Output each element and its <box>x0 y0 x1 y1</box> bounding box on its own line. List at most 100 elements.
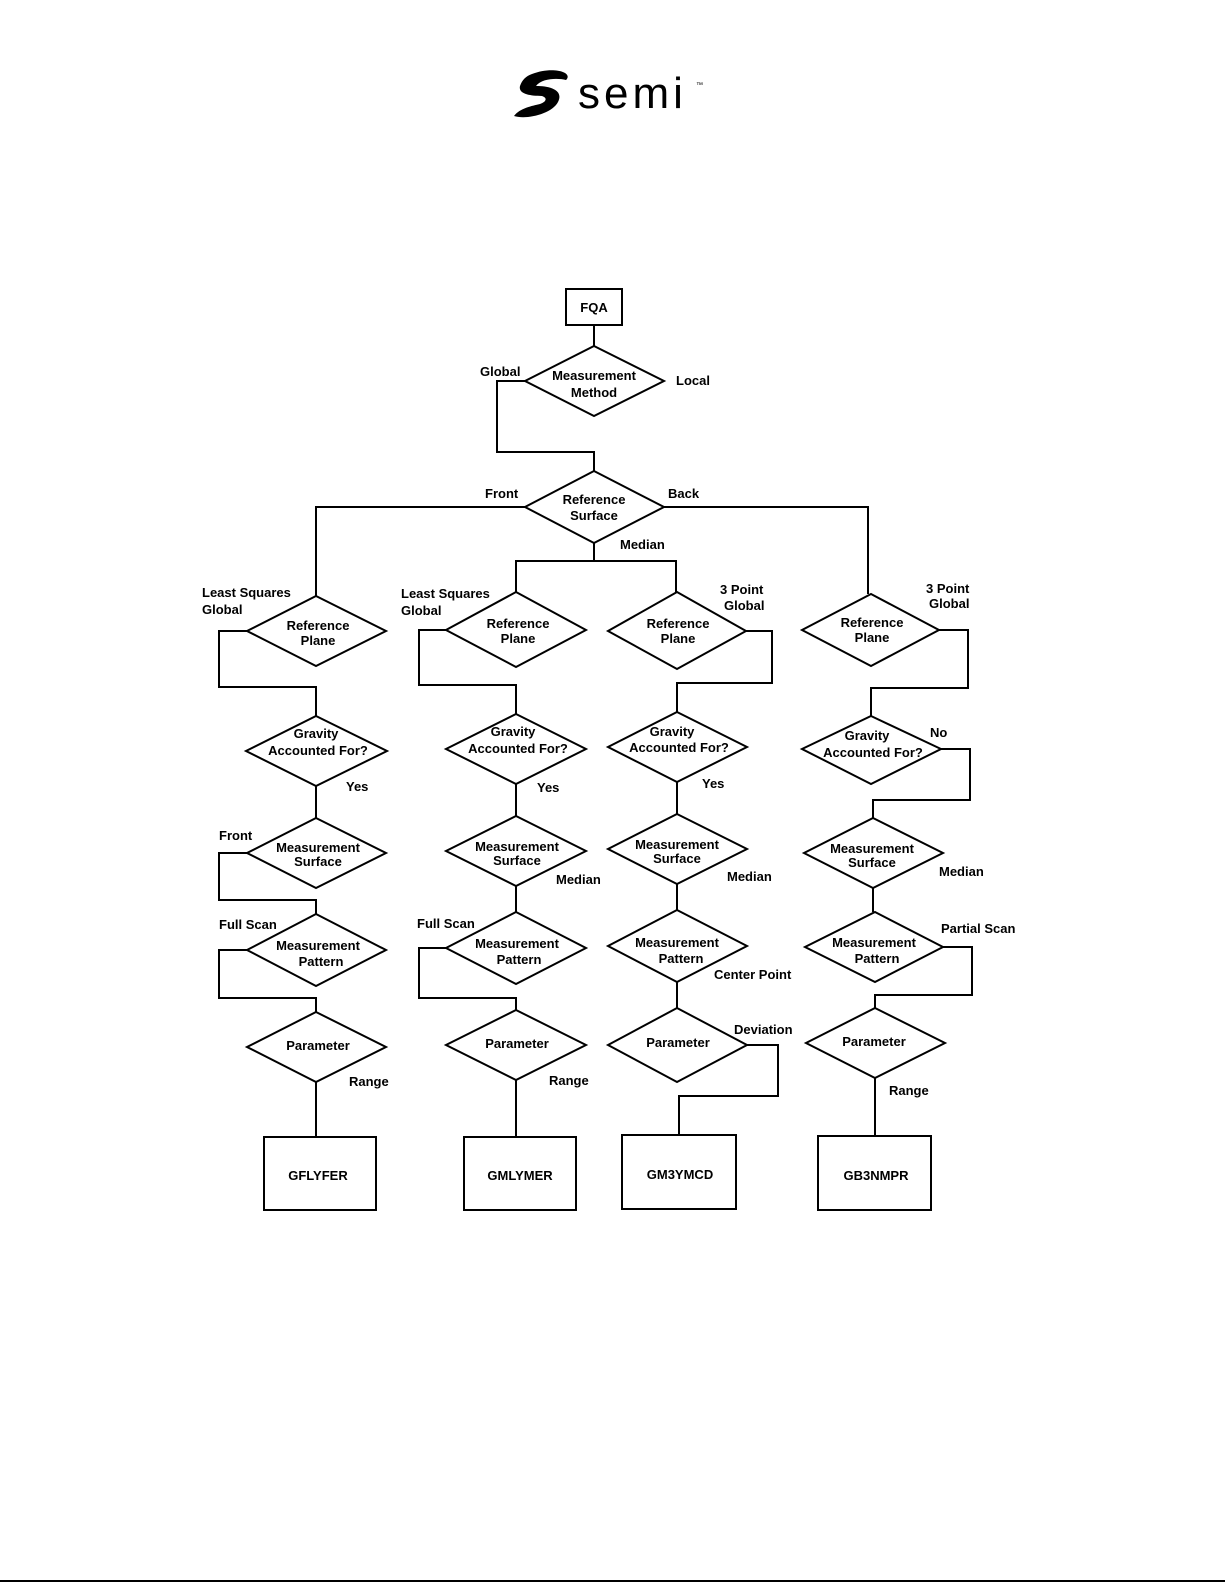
gravity-diamond-2 <box>443 712 589 786</box>
edge-median: Median <box>620 537 665 552</box>
edge-least-squares-1-line2: Global <box>202 602 242 617</box>
edge-least-squares-2-line2: Global <box>401 603 441 618</box>
reference-plane-diamond-2 <box>443 590 589 669</box>
parameter-diamond-4 <box>803 1006 948 1080</box>
reference-surface-line1: Reference <box>563 492 626 507</box>
edge-front: Front <box>485 486 519 501</box>
measurement-surface-4-line2: Surface <box>848 855 896 870</box>
edge-partial-scan-4: Partial Scan <box>941 921 1015 936</box>
gravity-diamond-1 <box>243 714 390 788</box>
output-box-gm3ymcd <box>621 1134 737 1210</box>
measurement-pattern-1-line2: Pattern <box>299 954 344 969</box>
reference-surface-diamond <box>522 469 667 545</box>
gravity-diamond-3 <box>605 710 750 784</box>
measurement-surface-diamond-1 <box>244 816 389 890</box>
edge-deviation-3: Deviation <box>734 1022 793 1037</box>
reference-plane-1-line2: Plane <box>301 633 336 648</box>
edge-global: Global <box>480 364 520 379</box>
measurement-pattern-diamond-2 <box>443 910 589 986</box>
semi-wordmark: semi <box>578 69 687 118</box>
gravity-1-line1: Gravity <box>294 726 340 741</box>
parameter-diamond-2 <box>443 1008 589 1082</box>
measurement-pattern-2-line1: Measurement <box>475 936 559 951</box>
gravity-2-line1: Gravity <box>491 724 537 739</box>
measurement-pattern-diamond-4 <box>802 910 946 984</box>
reference-plane-diamond-1 <box>244 594 389 668</box>
semi-logo: semi ™ <box>512 68 712 124</box>
measurement-pattern-3-line1: Measurement <box>635 935 719 950</box>
output-gmlymer-label: GMLYMER <box>487 1168 553 1183</box>
measurement-method-line2: Method <box>571 385 617 400</box>
measurement-surface-1-line2: Surface <box>294 854 342 869</box>
output-box-gflyfer <box>263 1136 377 1211</box>
measurement-surface-2-line1: Measurement <box>475 839 559 854</box>
edge-range-4: Range <box>889 1083 929 1098</box>
fqa-label: FQA <box>580 300 608 315</box>
parameter-4-label: Parameter <box>842 1034 906 1049</box>
measurement-pattern-diamond-1 <box>244 912 389 988</box>
measurement-surface-3-line2: Surface <box>653 851 701 866</box>
edge-median-3: Median <box>727 869 772 884</box>
measurement-surface-diamond-4 <box>801 816 946 890</box>
parameter-3-label: Parameter <box>646 1035 710 1050</box>
fqa-box <box>565 288 623 326</box>
reference-plane-4-line1: Reference <box>841 615 904 630</box>
reference-surface-line2: Surface <box>570 508 618 523</box>
edge-front-1: Front <box>219 828 253 843</box>
parameter-diamond-1 <box>244 1010 389 1084</box>
measurement-pattern-2-line2: Pattern <box>497 952 542 967</box>
measurement-surface-4-line1: Measurement <box>830 841 914 856</box>
edge-least-squares-2-line1: Least Squares <box>401 586 490 601</box>
output-gb3nmpr-label: GB3NMPR <box>843 1168 909 1183</box>
reference-plane-3-line2: Plane <box>661 631 696 646</box>
measurement-surface-3-line1: Measurement <box>635 837 719 852</box>
measurement-pattern-diamond-3 <box>605 908 750 984</box>
measurement-pattern-4-line1: Measurement <box>832 935 916 950</box>
gravity-3-line2: Accounted For? <box>629 740 729 755</box>
edge-median-4: Median <box>939 864 984 879</box>
reference-plane-2-line1: Reference <box>487 616 550 631</box>
output-box-gmlymer <box>463 1136 577 1211</box>
gravity-diamond-4 <box>799 714 944 786</box>
edge-range-2: Range <box>549 1073 589 1088</box>
edge-local: Local <box>676 373 710 388</box>
edge-full-scan-2: Full Scan <box>417 916 475 931</box>
edge-three-point-3-line1: 3 Point <box>720 582 764 597</box>
edge-range-1: Range <box>349 1074 389 1089</box>
edge-median-2: Median <box>556 872 601 887</box>
edge-no-4: No <box>930 725 947 740</box>
edge-back: Back <box>668 486 700 501</box>
reference-plane-1-line1: Reference <box>287 618 350 633</box>
gravity-4-line2: Accounted For? <box>823 745 923 760</box>
reference-plane-diamond-4 <box>799 592 942 668</box>
gravity-2-line2: Accounted For? <box>468 741 568 756</box>
measurement-pattern-1-line1: Measurement <box>276 938 360 953</box>
footer-rule <box>0 1580 1225 1582</box>
reference-plane-diamond-3 <box>605 590 749 671</box>
measurement-method-line1: Measurement <box>552 368 636 383</box>
trademark-mark: ™ <box>696 82 703 89</box>
gravity-3-line1: Gravity <box>650 724 696 739</box>
edge-three-point-3-line2: Global <box>724 598 764 613</box>
measurement-surface-2-line2: Surface <box>493 853 541 868</box>
gravity-1-line2: Accounted For? <box>268 743 368 758</box>
edge-yes-3: Yes <box>702 776 724 791</box>
connector-lines <box>218 325 973 1137</box>
measurement-surface-diamond-2 <box>443 814 589 888</box>
measurement-pattern-3-line2: Pattern <box>659 951 704 966</box>
output-gflyfer-label: GFLYFER <box>288 1168 348 1183</box>
parameter-2-label: Parameter <box>485 1036 549 1051</box>
edge-full-scan-1: Full Scan <box>219 917 277 932</box>
reference-plane-3-line1: Reference <box>647 616 710 631</box>
output-box-gb3nmpr <box>817 1135 932 1211</box>
measurement-surface-diamond-3 <box>605 812 750 886</box>
edge-yes-2: Yes <box>537 780 559 795</box>
measurement-method-diamond <box>522 344 667 418</box>
edge-least-squares-1-line1: Least Squares <box>202 585 291 600</box>
reference-plane-2-line2: Plane <box>501 631 536 646</box>
measurement-pattern-4-line2: Pattern <box>855 951 900 966</box>
edge-yes-1: Yes <box>346 779 368 794</box>
reference-plane-4-line2: Plane <box>855 630 890 645</box>
gravity-4-line1: Gravity <box>845 728 891 743</box>
